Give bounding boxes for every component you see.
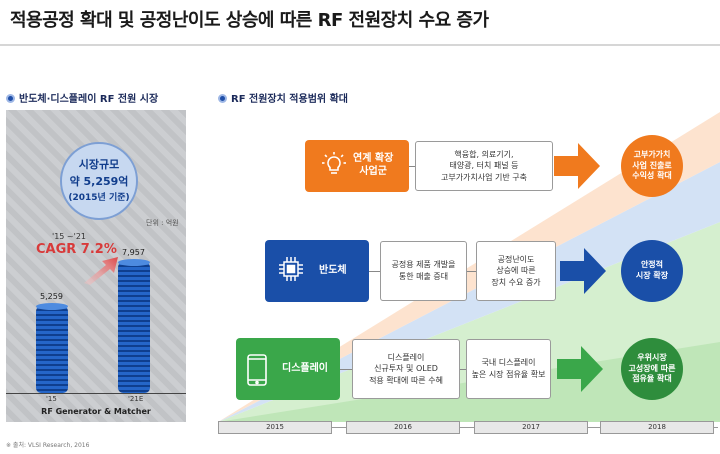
year-label-2016: 2016 (346, 421, 460, 434)
bar-cap (118, 258, 150, 266)
bullet-icon (6, 94, 15, 103)
right-section-header: RF 전원장치 적용범위 확대 (218, 90, 348, 105)
phone-icon (246, 353, 268, 390)
growth-arrow-icon (84, 257, 118, 285)
bar-value-label: 5,259 (40, 292, 63, 302)
bubble-value: 약 5,259억 (69, 175, 129, 188)
left-header-text: 반도체·디스플레이 RF 전원 시장 (19, 94, 159, 105)
right-header-text: RF 전원장치 적용범위 확대 (231, 94, 348, 105)
title-divider (0, 44, 720, 46)
flow-arrow-icon (560, 248, 606, 298)
category-label: 디스플레이 (282, 363, 328, 374)
lightbulb-icon (319, 150, 349, 183)
source-note: ※ 출처: VLSI Research, 2016 (6, 442, 90, 449)
chart-baseline (6, 393, 186, 394)
flow-arrow-icon (557, 346, 603, 396)
year-label-2017: 2017 (474, 421, 588, 434)
chart-caption: RF Generator & Matcher (41, 407, 151, 416)
connector-line (340, 369, 352, 370)
category-box-2[interactable]: 디스플레이 (236, 338, 340, 400)
bullet-icon (218, 94, 227, 103)
unit-label: 단위 : 억원 (146, 219, 179, 227)
bar-stack-21E (118, 258, 150, 393)
category-box-1[interactable]: 반도체 (265, 240, 369, 302)
timeline-line (218, 427, 718, 428)
market-size-bubble: 시장규모 약 5,259억 (2015년 기준) (60, 142, 138, 220)
cagr-period: '15 ~'21 (52, 232, 87, 241)
bar-value-label: 7,957 (122, 247, 145, 257)
year-label-2015: 2015 (218, 421, 332, 434)
bubble-note: (2015년 기준) (68, 193, 130, 203)
chip-icon (277, 255, 305, 286)
connector-line (409, 166, 415, 167)
connector-line (369, 271, 380, 272)
page-title: 적용공정 확대 및 공정난이도 상승에 따른 RF 전원장치 수요 증가 (10, 10, 489, 31)
cagr-label: CAGR 7.2% (36, 242, 117, 257)
connector-line (460, 369, 466, 370)
connector-line (467, 271, 476, 272)
left-section-header: 반도체·디스플레이 RF 전원 시장 (6, 90, 158, 105)
flow-arrow-icon (554, 143, 600, 193)
bar-year-label: '21E (128, 395, 144, 403)
bar-cap (36, 303, 68, 311)
bar-year-label: '15 (46, 395, 57, 403)
bubble-title: 시장규모 (78, 158, 120, 171)
year-label-2018: 2018 (600, 421, 714, 434)
category-label: 반도체 (319, 265, 347, 276)
bar-stack-15 (36, 303, 68, 393)
